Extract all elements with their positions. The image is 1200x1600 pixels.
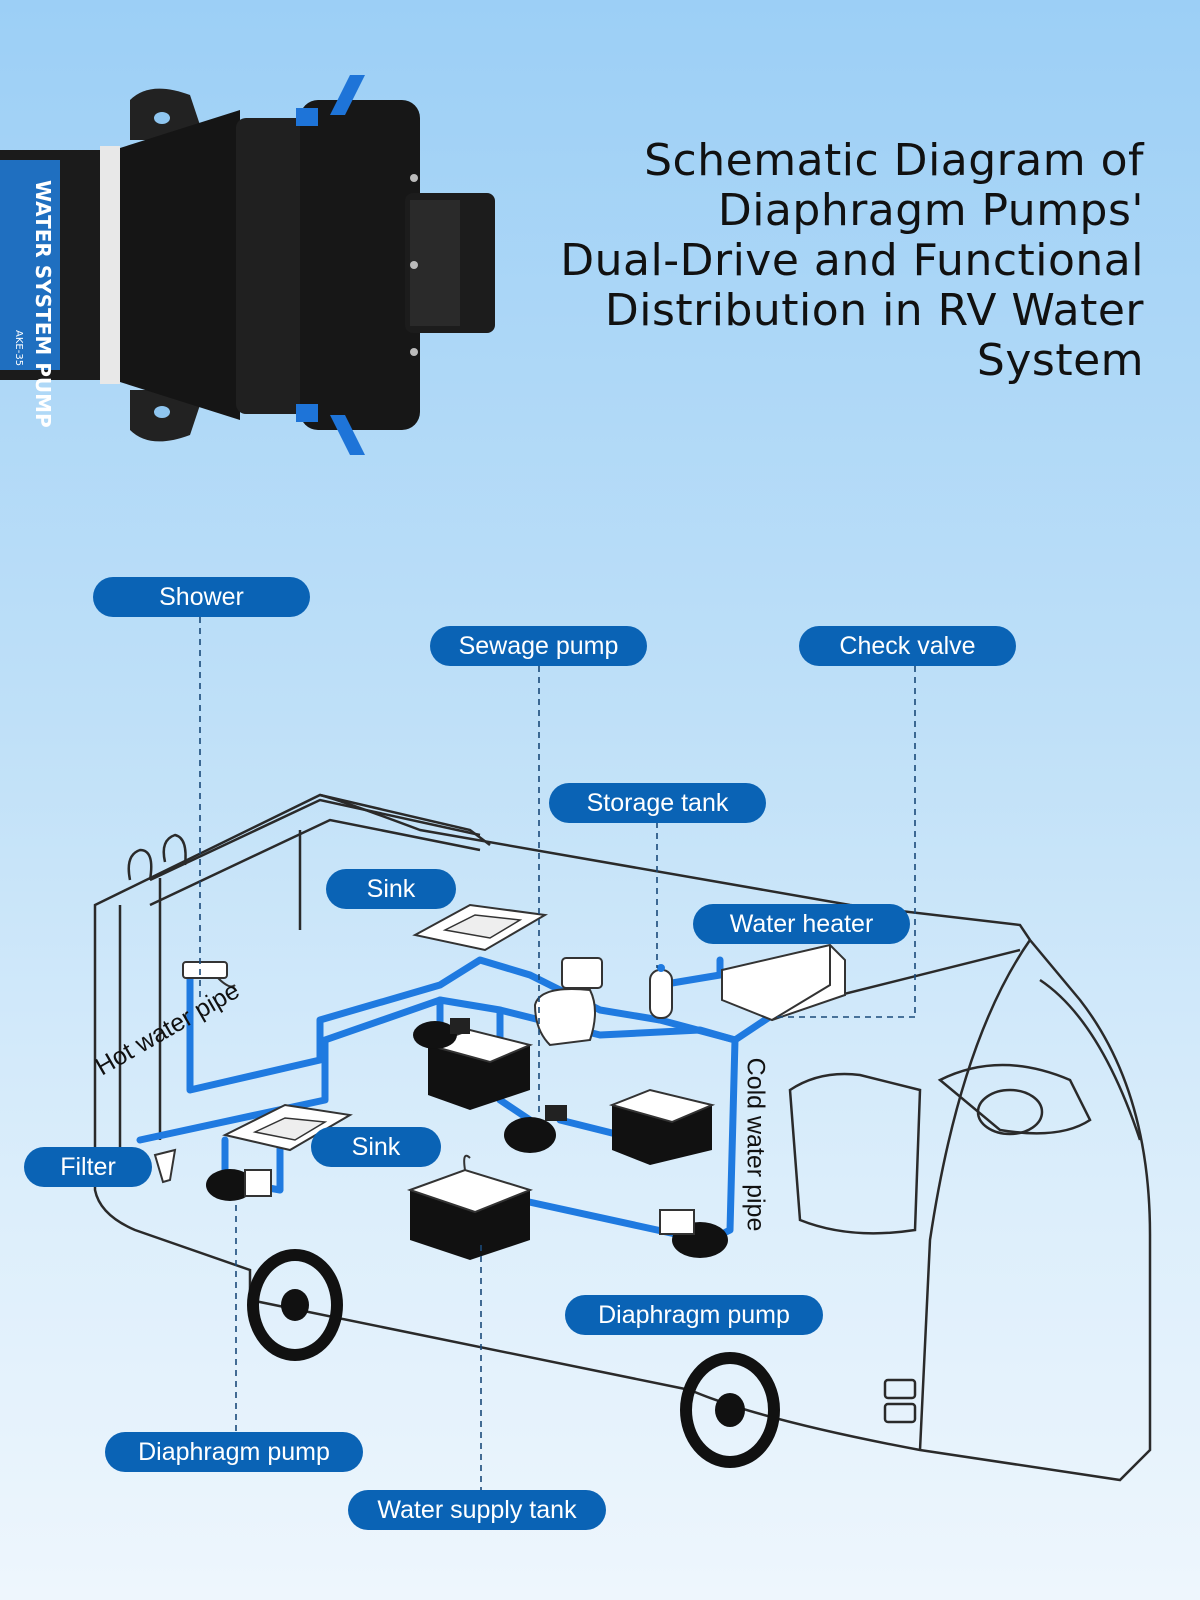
label-shower: Shower <box>93 577 310 617</box>
water-heater-icon <box>721 943 846 1022</box>
rv-outline <box>93 793 1152 1482</box>
diagram-title: Schematic Diagram of Diaphragm Pumps' Du… <box>504 136 1144 386</box>
label-storage-tank: Storage tank <box>549 783 766 823</box>
sewage-pump-icon <box>413 1018 470 1049</box>
diaphragm-pump-left-icon <box>206 1169 272 1201</box>
diaphragm-pump-right-icon <box>659 1209 728 1258</box>
label-diaphragm-pump-right: Diaphragm pump <box>565 1295 823 1335</box>
shower-fixture-icon <box>182 961 236 988</box>
svg-text:AKE-35: AKE-35 <box>13 330 24 366</box>
title-line-3: Dual-Drive and Functional <box>560 235 1144 286</box>
svg-text:WATER SYSTEM PUMP: WATER SYSTEM PUMP <box>31 180 55 428</box>
tank-icon-2 <box>608 1088 716 1165</box>
label-sink-bottom: Sink <box>311 1127 441 1167</box>
label-check-valve: Check valve <box>799 626 1016 666</box>
title-line-1: Schematic Diagram of <box>644 135 1144 186</box>
title-line-5: System <box>976 335 1144 386</box>
pump-brand-label: WATER SYSTEM PUMP AKE-35 <box>13 180 55 428</box>
title-line-2: Diaphragm Pumps' <box>717 185 1144 236</box>
sink-top-icon <box>412 903 549 952</box>
water-supply-tank-icon <box>406 1154 534 1260</box>
label-water-supply-tank: Water supply tank <box>348 1490 606 1530</box>
toilet-icon <box>533 957 603 1047</box>
water-pump-image: WATER SYSTEM PUMP AKE-35 <box>0 75 495 455</box>
label-water-heater: Water heater <box>693 904 910 944</box>
rv-wheels <box>247 1249 780 1468</box>
label-diaphragm-pump-left: Diaphragm pump <box>105 1432 363 1472</box>
storage-tank-icon <box>649 964 673 1019</box>
leader-lines <box>199 617 916 1490</box>
title-line-4: Distribution in RV Water <box>604 285 1144 336</box>
label-filter: Filter <box>24 1147 152 1187</box>
label-sewage-pump: Sewage pump <box>430 626 647 666</box>
label-sink-top: Sink <box>326 869 456 909</box>
sink-bottom-icon <box>222 1103 353 1152</box>
sewage-pump-icon-2 <box>504 1105 567 1153</box>
cold-water-pipe-label: Cold water pipe <box>741 1057 770 1232</box>
filter-icon <box>153 1148 177 1184</box>
